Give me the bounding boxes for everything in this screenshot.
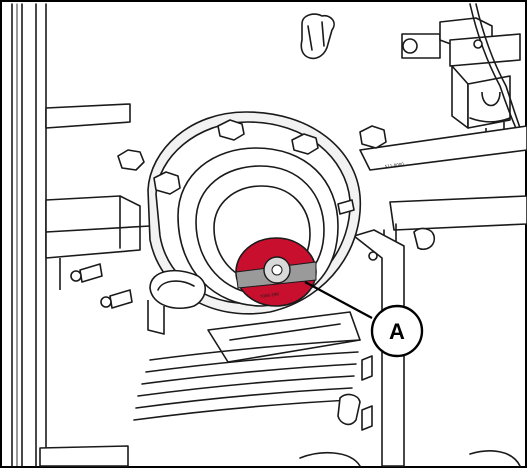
leaf-spring <box>133 339 361 421</box>
tie-down-loop <box>300 13 335 60</box>
grease-fitting-icon <box>70 263 133 309</box>
callout-label: A <box>389 319 405 344</box>
callout-a: A <box>304 281 424 358</box>
bottom-frame-tubes <box>39 393 521 467</box>
hitch-pin-assembly <box>401 3 527 151</box>
frame-crossmember-upper: 511-8000 <box>45 103 527 171</box>
hitch-pin-icon <box>473 39 483 49</box>
bolt-icon <box>117 119 387 195</box>
callout-bubble <box>370 304 424 358</box>
dust-cap-part-number: 7008-298 <box>259 291 279 299</box>
u-bolt-clamp <box>147 269 206 335</box>
left-axle-arm <box>45 195 151 290</box>
bracket-part-number: 511-8000 <box>384 161 404 169</box>
wheel-hub-assembly: 7008-298 <box>117 111 387 315</box>
right-side-frame <box>353 195 527 467</box>
